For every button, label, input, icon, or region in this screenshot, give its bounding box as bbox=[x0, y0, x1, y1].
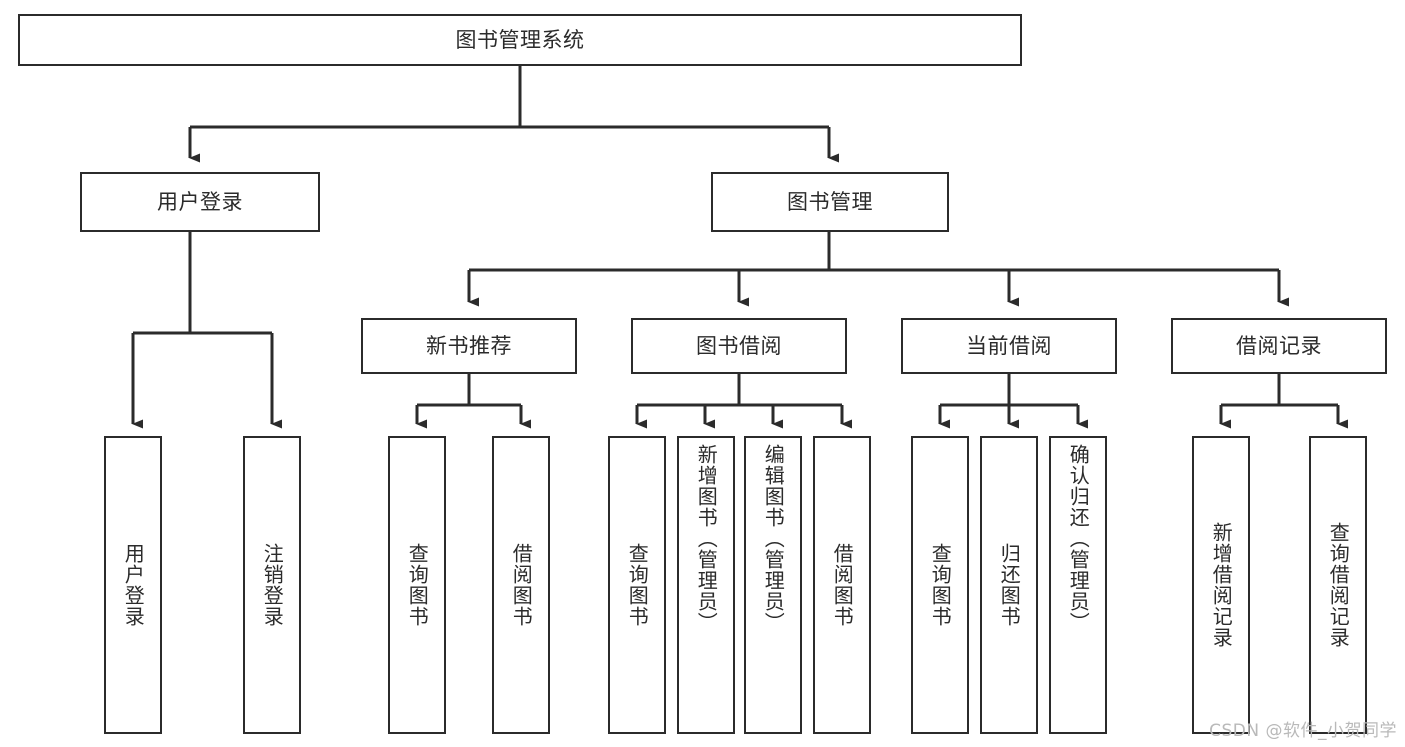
node-label: 注销登录 bbox=[260, 543, 285, 627]
node-label: 借阅图书 bbox=[509, 543, 534, 627]
leaf-user-login-do-login[interactable]: 用户登录 bbox=[104, 436, 162, 734]
node-label: 查询图书 bbox=[625, 543, 650, 627]
watermark-text: CSDN @软件_小贺同学 bbox=[1209, 721, 1397, 741]
node-root-book-management-system[interactable]: 图书管理系统 bbox=[18, 14, 1022, 66]
node-label: 图书管理系统 bbox=[455, 27, 585, 52]
leaf-book-borrow-add-book-admin[interactable]: 新增图书（管理员） bbox=[677, 436, 735, 734]
node-label: 借阅图书 bbox=[830, 543, 855, 627]
node-label: 用户登录 bbox=[157, 189, 243, 214]
node-label: 归还图书 bbox=[997, 543, 1022, 627]
node-label: 借阅记录 bbox=[1236, 333, 1322, 358]
leaf-book-borrow-query-book[interactable]: 查询图书 bbox=[608, 436, 666, 734]
leaf-user-login-logout[interactable]: 注销登录 bbox=[243, 436, 301, 734]
node-label: 当前借阅 bbox=[966, 333, 1052, 358]
leaf-borrow-record-add-record[interactable]: 新增借阅记录 bbox=[1192, 436, 1250, 734]
leaf-current-borrow-query-book[interactable]: 查询图书 bbox=[911, 436, 969, 734]
node-current-borrow[interactable]: 当前借阅 bbox=[901, 318, 1117, 374]
node-label: 编辑图书（管理员） bbox=[761, 444, 786, 633]
leaf-new-book-query-book[interactable]: 查询图书 bbox=[388, 436, 446, 734]
leaf-current-borrow-return-book[interactable]: 归还图书 bbox=[980, 436, 1038, 734]
node-label: 用户登录 bbox=[121, 543, 146, 627]
node-label: 查询图书 bbox=[928, 543, 953, 627]
leaf-borrow-record-query-record[interactable]: 查询借阅记录 bbox=[1309, 436, 1367, 734]
node-label: 图书管理 bbox=[787, 189, 873, 214]
node-label: 图书借阅 bbox=[696, 333, 782, 358]
node-new-book-recommend[interactable]: 新书推荐 bbox=[361, 318, 577, 374]
leaf-book-borrow-edit-book-admin[interactable]: 编辑图书（管理员） bbox=[744, 436, 802, 734]
node-book-borrow[interactable]: 图书借阅 bbox=[631, 318, 847, 374]
leaf-current-borrow-confirm-return-admin[interactable]: 确认归还（管理员） bbox=[1049, 436, 1107, 734]
node-label: 新书推荐 bbox=[426, 333, 512, 358]
node-book-management[interactable]: 图书管理 bbox=[711, 172, 949, 232]
node-borrow-record[interactable]: 借阅记录 bbox=[1171, 318, 1387, 374]
node-label: 新增图书（管理员） bbox=[694, 444, 719, 633]
leaf-book-borrow-borrow-book[interactable]: 借阅图书 bbox=[813, 436, 871, 734]
node-label: 确认归还（管理员） bbox=[1066, 444, 1091, 633]
node-label: 新增借阅记录 bbox=[1209, 522, 1234, 648]
node-label: 查询借阅记录 bbox=[1326, 522, 1351, 648]
node-label: 查询图书 bbox=[405, 543, 430, 627]
leaf-new-book-borrow-book[interactable]: 借阅图书 bbox=[492, 436, 550, 734]
node-user-login[interactable]: 用户登录 bbox=[80, 172, 320, 232]
